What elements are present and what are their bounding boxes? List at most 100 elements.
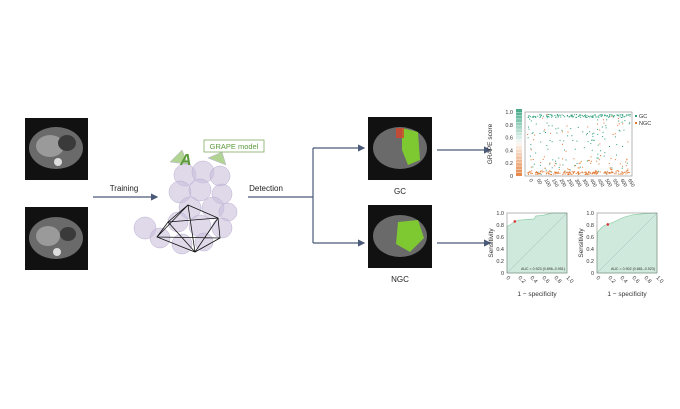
ngc-point: [542, 158, 544, 160]
gc-point: [551, 167, 553, 169]
score-density-bin: [516, 119, 522, 123]
gc-point: [613, 115, 615, 117]
gc-point: [619, 130, 621, 132]
ngc-point: [588, 172, 590, 174]
gc-point: [543, 130, 545, 132]
ngc-point: [542, 117, 544, 119]
gc-point: [592, 115, 594, 117]
gc-point: [584, 114, 586, 116]
ngc-point: [626, 158, 628, 160]
ngc-point: [615, 171, 617, 173]
gc-point: [546, 115, 548, 117]
x-tick-label: 150: [550, 178, 559, 188]
gc-point: [529, 155, 531, 157]
ct-scan-input-2: [25, 207, 88, 270]
ngc-point: [626, 159, 628, 161]
gc-point: [537, 171, 539, 173]
gc-point: [548, 114, 550, 116]
gc-point: [539, 114, 541, 116]
gc-point: [587, 141, 589, 143]
y-tick-label: 0.4: [586, 247, 594, 253]
gc-point: [619, 114, 621, 116]
gc-point: [604, 114, 606, 116]
ngc-point: [603, 172, 605, 174]
ngc-point: [582, 172, 584, 174]
gc-point: [597, 144, 599, 146]
ngc-point: [546, 114, 548, 116]
ngc-point: [608, 163, 610, 165]
gc-point: [582, 116, 584, 118]
gc-point: [611, 114, 613, 116]
gc-point: [542, 115, 544, 117]
ngc-point: [536, 172, 538, 174]
ngc-point: [569, 172, 571, 174]
gc-point: [551, 116, 553, 118]
gc-point: [608, 145, 610, 147]
ngc-point: [578, 167, 580, 169]
gc-point: [540, 141, 542, 143]
gc-point: [552, 159, 554, 161]
ngc-point: [625, 161, 627, 163]
ngc-point: [563, 171, 565, 173]
gc-point: [528, 128, 530, 130]
y-tick-label: 1.0: [496, 211, 504, 217]
ngc-point: [540, 161, 542, 163]
ngc-point: [585, 171, 587, 173]
gc-point: [585, 116, 587, 118]
gc-point: [545, 169, 547, 171]
x-tick-label: 100: [542, 178, 551, 188]
gc-point: [618, 120, 620, 122]
gc-point: [574, 114, 576, 116]
gc-point: [546, 117, 548, 119]
ngc-point: [595, 169, 597, 171]
gc-point: [605, 172, 607, 174]
ngc-point: [614, 133, 616, 135]
gc-label: GC: [394, 187, 406, 196]
gc-point: [529, 116, 531, 118]
ngc-point: [622, 173, 624, 175]
ngc-point: [618, 123, 620, 125]
legend-gc-marker: [635, 115, 637, 117]
ngc-point: [585, 172, 587, 174]
ngc-point: [530, 172, 532, 174]
gc-point: [598, 116, 600, 118]
ngc-point: [589, 172, 591, 174]
gc-point: [609, 116, 611, 118]
score-density-bin: [516, 173, 522, 176]
gc-point: [606, 116, 608, 118]
gc-point: [628, 123, 630, 125]
y-tick-label: 0.2: [505, 161, 513, 167]
plot-frame: [524, 111, 633, 177]
ngc-point: [617, 170, 619, 172]
gc-point: [557, 127, 559, 129]
ngc-point: [599, 129, 601, 131]
gc-point: [554, 114, 556, 116]
ngc-point: [573, 171, 575, 173]
ngc-point: [568, 173, 570, 175]
ngc-point: [548, 173, 550, 175]
gc-point: [548, 116, 550, 118]
ngc-point: [550, 173, 552, 175]
ngc-point: [626, 172, 628, 174]
ngc-point: [572, 173, 574, 175]
gc-point: [622, 145, 624, 147]
gc-point: [558, 167, 560, 169]
diagonal-reference: [506, 212, 568, 274]
ngc-point: [538, 172, 540, 174]
gc-point: [563, 115, 565, 117]
ngc-point: [616, 170, 618, 172]
ngc-point: [626, 169, 628, 171]
ngc-point: [599, 171, 601, 173]
gc-point: [535, 152, 537, 154]
gc-point: [599, 114, 601, 116]
ngc-point: [606, 173, 608, 175]
x-tick-label: 200: [558, 178, 567, 188]
score-density-bin: [516, 129, 522, 133]
gc-point: [540, 115, 542, 117]
gc-point: [539, 115, 541, 117]
gc-point: [617, 114, 619, 116]
gc-point: [580, 116, 582, 118]
ngc-point: [541, 171, 543, 173]
ngc-point: [578, 171, 580, 173]
